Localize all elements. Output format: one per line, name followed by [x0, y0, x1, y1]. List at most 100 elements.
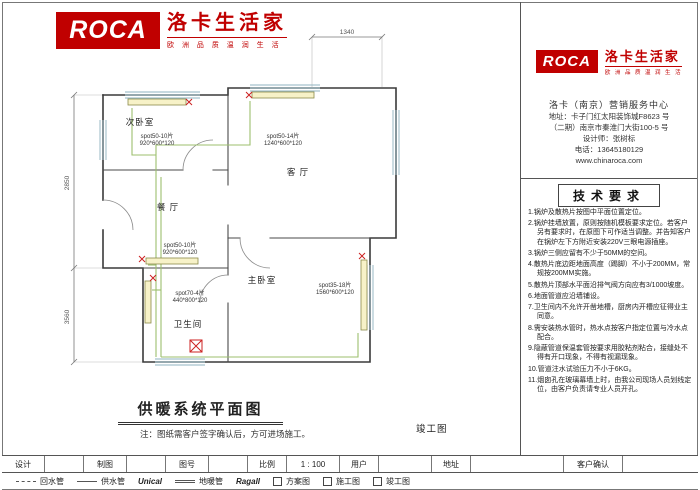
side-roca-logo-box: ROCA [535, 50, 598, 73]
cell-scale-label: 比例 [248, 456, 287, 473]
requirement-item: 1.锅炉及散热片按图中平面位置定位。 [528, 209, 646, 216]
plan-title: 供暖系统平面图 [118, 398, 283, 425]
dim-left-lower: 3560 [64, 309, 71, 324]
heating-pipes [131, 101, 359, 358]
asbuilt-checkbox-icon [373, 476, 383, 486]
side-logo-chinese-name: 洛卡生活家 [604, 49, 680, 64]
requirement-item: 8.需安装热水管时，热水点按客户指定位置与冷水点配合。 [528, 324, 688, 341]
radiator-master [360, 259, 368, 331]
construction-checkbox-icon [323, 476, 333, 486]
radiator2-size: 1240*600*120 [264, 141, 303, 147]
room-label-living: 客 厅 [287, 167, 309, 177]
cell-drawingno-value [209, 456, 248, 473]
cell-design-value [45, 456, 84, 473]
requirement-item: 4.散热片底边距地面高度（踢脚）不小于200MM，常规按200MM实施。 [528, 261, 691, 278]
supply-pipe-label: 供水管 [101, 476, 125, 486]
requirement-item: 9.隐蔽管道保温套管按要求用胶粘剂粘合，接缝处不得有开口现象，不得有视漏现象。 [528, 345, 688, 362]
side-roca-logo-text: ROCA [542, 53, 591, 70]
radiator-bath [144, 280, 152, 324]
radiator3-model: spot50-10片 [164, 241, 197, 249]
logo-chinese-name: 洛卡生活家 [167, 12, 287, 34]
floor-pipe-label: 地暖管 [199, 476, 224, 486]
legend-supply-pipe: 供水管 [77, 476, 125, 487]
windows [99, 84, 400, 366]
radiator-bedroom2 [127, 98, 187, 106]
tech-requirements-list: 1.锅炉及散热片按图中平面位置定位。 2.锅炉挂墙放置，原则按随机模板要求定位。… [528, 208, 693, 396]
brand-ragall: Ragall [236, 476, 261, 486]
supply-pipe-line-icon [77, 480, 97, 482]
roca-logo-box: ROCA [56, 12, 160, 49]
radiator-dining [145, 257, 199, 265]
dim-top: 1340 [340, 29, 355, 36]
asbuilt-stamp: 竣工图 [416, 424, 448, 435]
cell-drawingno-label: 图号 [166, 456, 209, 473]
requirement-item: 5.散热片顶部水平面沿排气阀方向应有3/1000坡度。 [528, 281, 689, 289]
floor-plan: 1340 2850 3560 [64, 29, 400, 366]
contact-block: 洛卡（南京）营销服务中心 地址：卡子门红太阳装饰城F8623 号 （二期）南京市… [521, 98, 697, 166]
service-center-name: 洛卡（南京）营销服务中心 [548, 100, 669, 110]
cell-scale-value: 1 : 100 [287, 456, 340, 473]
requirement-item: 7.卫生间内不允许开凿地槽，厨房内开槽应征得业主同意。 [528, 304, 688, 321]
cell-user-label: 用户 [340, 456, 379, 473]
radiator4-size: 440*800*120 [173, 298, 208, 304]
radiator5-size: 1560*600*120 [316, 290, 355, 296]
radiator-labels: spot50-10片 920*600*120 spot50-14片 1240*6… [140, 132, 355, 304]
legend-row: 回水管 供水管 Unical 地暖管 Ragall 方案图 施工图 [2, 472, 698, 490]
door-arcs [102, 139, 271, 304]
designer-line: 设计师：张树标 [582, 134, 636, 143]
tech-requirements-title: 技术要求 [557, 184, 660, 207]
interior-walls [102, 94, 371, 363]
cell-draft-value [127, 456, 166, 473]
requirement-item: 6.地面管道应沿墙铺设。 [528, 292, 604, 300]
cell-confirm-label: 客户确认 [564, 456, 623, 473]
requirement-item: 11.烟囱孔在玻璃幕墙上时，由我公司现场人员划线定位，由客户负责请专业人员开孔。 [528, 376, 692, 393]
room-label-master: 主卧室 [248, 275, 277, 285]
radiator1-model: spot50-10片 [141, 132, 174, 140]
dimension-extension-lines [74, 37, 383, 363]
dim-left-upper: 2850 [64, 175, 71, 190]
legend-construction-drawing: 施工图 [323, 476, 360, 487]
radiator3-size: 920*600*120 [163, 250, 198, 256]
construction-label: 施工图 [336, 476, 361, 486]
side-logo: ROCA 洛卡生活家 欧 洲 品 质 温 润 生 活 [521, 50, 697, 76]
cell-confirm-value [623, 456, 698, 473]
room-label-bedroom2: 次卧室 [126, 117, 155, 127]
main-logo: ROCA 洛卡生活家 欧 洲 品 质 温 润 生 活 [56, 12, 287, 50]
return-pipe-label: 回水管 [40, 476, 64, 486]
title-block-row: 设计 制图 图号 比例 1 : 100 用户 地址 客户确认 [2, 455, 698, 473]
scheme-label: 方案图 [286, 476, 311, 486]
radiator2-model: spot50-14片 [267, 132, 300, 140]
brand-unical: Unical [138, 476, 163, 486]
cell-draft-label: 制图 [84, 456, 127, 473]
radiator-living [251, 91, 315, 99]
legend-asbuilt-drawing: 竣工图 [373, 476, 410, 487]
legend-return-pipe: 回水管 [16, 476, 64, 487]
roca-logo-text: ROCA [69, 16, 147, 44]
logo-slogan: 欧 洲 品 质 温 润 生 活 [167, 37, 287, 50]
plan-note: 注：图纸需客户签字确认后，方可进场施工。 [140, 429, 311, 439]
requirement-item: 3.锅炉三侧应留有不少于50MM的空间。 [528, 249, 652, 257]
panel-divider [521, 178, 697, 179]
radiator5-model: spot35-18片 [319, 281, 352, 289]
radiators [127, 91, 368, 331]
requirement-item: 2.锅炉挂墙放置，原则按随机模板要求定位。若客户另有要求时，在原图下可作适当调整… [528, 220, 691, 246]
legend-floor-pipe: 地暖管 [175, 476, 223, 487]
cell-address-value [471, 456, 564, 473]
website-line: www.chinaroca.com [575, 156, 643, 165]
right-panel: ROCA 洛卡生活家 欧 洲 品 质 温 润 生 活 洛卡（南京）营销服务中心 … [520, 2, 697, 455]
boiler-symbol [189, 339, 203, 353]
radiator4-model: spot70-4片 [175, 289, 204, 297]
address-line2: （二期）南京市秦淮门大街100-5 号 [549, 123, 669, 132]
phone-line: 电话：13645180129 [574, 145, 644, 154]
scheme-checkbox-icon [273, 476, 283, 486]
cell-design-label: 设计 [2, 456, 45, 473]
return-pipe-line-icon [16, 480, 36, 482]
dimension-lines [70, 33, 386, 366]
asbuilt-label: 竣工图 [386, 476, 411, 486]
valve-marks [138, 91, 366, 353]
radiator1-size: 920*600*120 [140, 141, 175, 147]
address-line1: 地址：卡子门红太阳装饰城F8623 号 [548, 112, 670, 121]
cell-address-label: 地址 [432, 456, 471, 473]
room-label-dining: 餐 厅 [157, 202, 179, 212]
